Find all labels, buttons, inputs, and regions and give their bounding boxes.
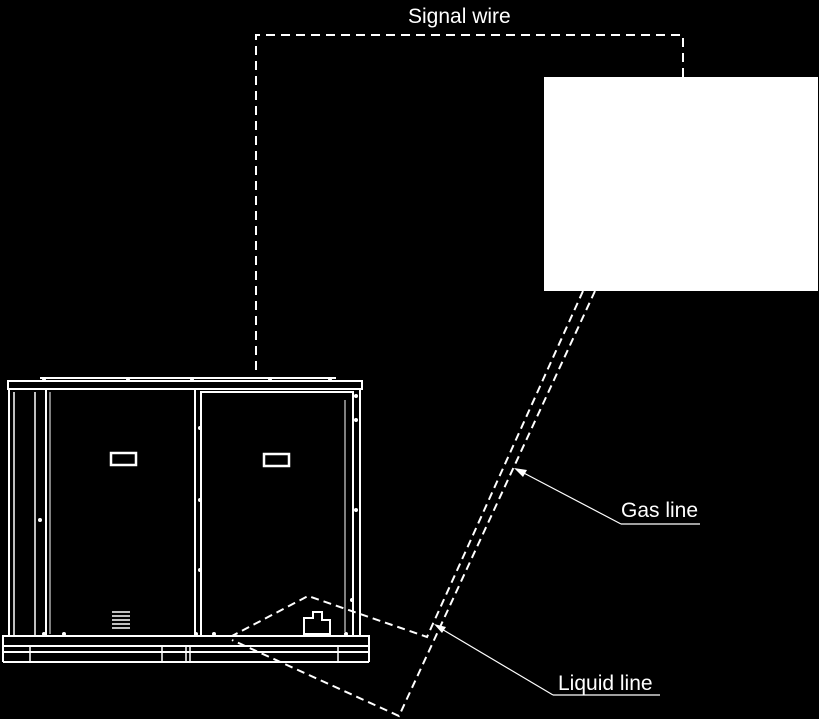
signal-wire-label: Signal wire: [408, 5, 511, 28]
liquid-line-arrowhead: [434, 624, 446, 633]
gas-line-arrowhead: [514, 468, 527, 477]
gas-line-label: Gas line: [621, 499, 698, 522]
gas-line-leader: [519, 470, 622, 525]
liquid-line-leader: [439, 627, 554, 696]
liquid-line-label: Liquid line: [558, 672, 653, 695]
signal-wire: [255, 34, 684, 370]
indoor-unit: [544, 77, 818, 291]
gas-line-pipe: [231, 290, 584, 639]
outdoor-unit-rivets: [38, 378, 358, 636]
outdoor-unit: [2, 377, 370, 663]
liquid-line-pipe: [231, 290, 596, 718]
